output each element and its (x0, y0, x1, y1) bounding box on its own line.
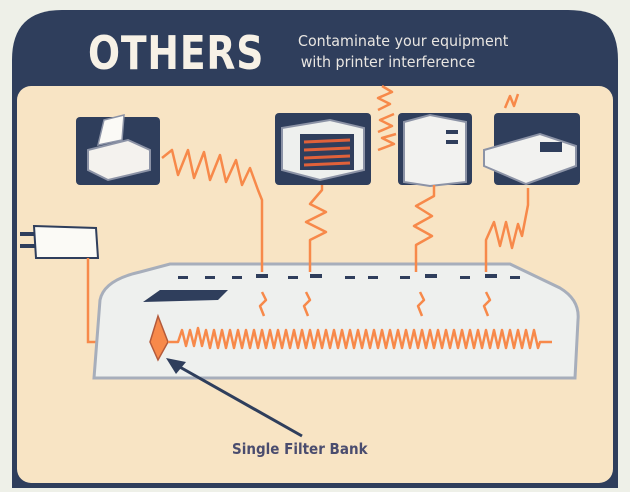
power-plug-icon (20, 224, 100, 259)
page-title: OTHERS (88, 26, 265, 80)
monitor-icon (275, 113, 371, 185)
computer-tower-icon (398, 113, 472, 188)
subtitle: Contaminate your equipment with printer … (298, 31, 508, 73)
fax-machine-icon (483, 113, 580, 186)
subtitle-line-2: with printer interference (300, 53, 476, 71)
interference-waves (161, 84, 552, 350)
filter-bank-label: Single Filter Bank (232, 440, 368, 458)
printer-icon (76, 114, 160, 185)
callout-arrow (166, 358, 303, 438)
subtitle-line-1: Contaminate your equipment (298, 32, 509, 50)
power-strip (92, 262, 580, 380)
